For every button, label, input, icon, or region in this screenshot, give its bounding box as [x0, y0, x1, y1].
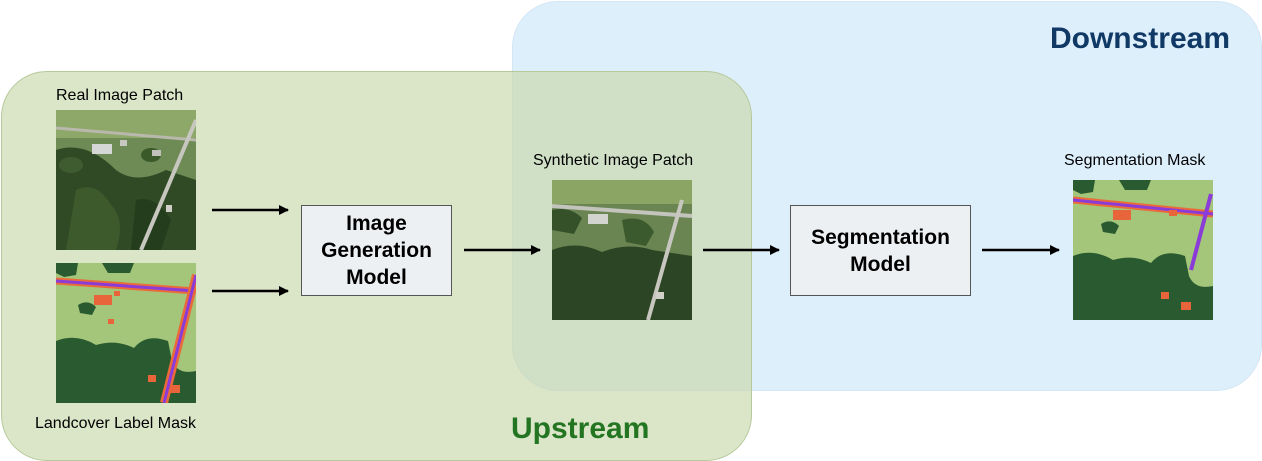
label-mask-caption: Landcover Label Mask	[35, 415, 196, 432]
image-generation-model-label: Image Generation Model	[321, 212, 432, 289]
synthetic-image-caption: Synthetic Image Patch	[533, 152, 694, 169]
upstream-title: Upstream	[511, 412, 650, 445]
downstream-title: Downstream	[1049, 22, 1230, 55]
landcover-label-mask	[56, 263, 196, 403]
segmentation-mask-output	[1073, 180, 1213, 320]
synthetic-image-patch	[552, 180, 692, 320]
segmentation-mask-caption: Segmentation Mask	[1064, 152, 1206, 169]
image-generation-model-box: Image Generation Model	[301, 205, 452, 296]
real-image-caption: Real Image Patch	[56, 87, 184, 104]
segmentation-model-label: Segmentation Model	[811, 225, 950, 276]
segmentation-model-box: Segmentation Model	[790, 205, 971, 296]
real-image-patch	[56, 110, 196, 250]
